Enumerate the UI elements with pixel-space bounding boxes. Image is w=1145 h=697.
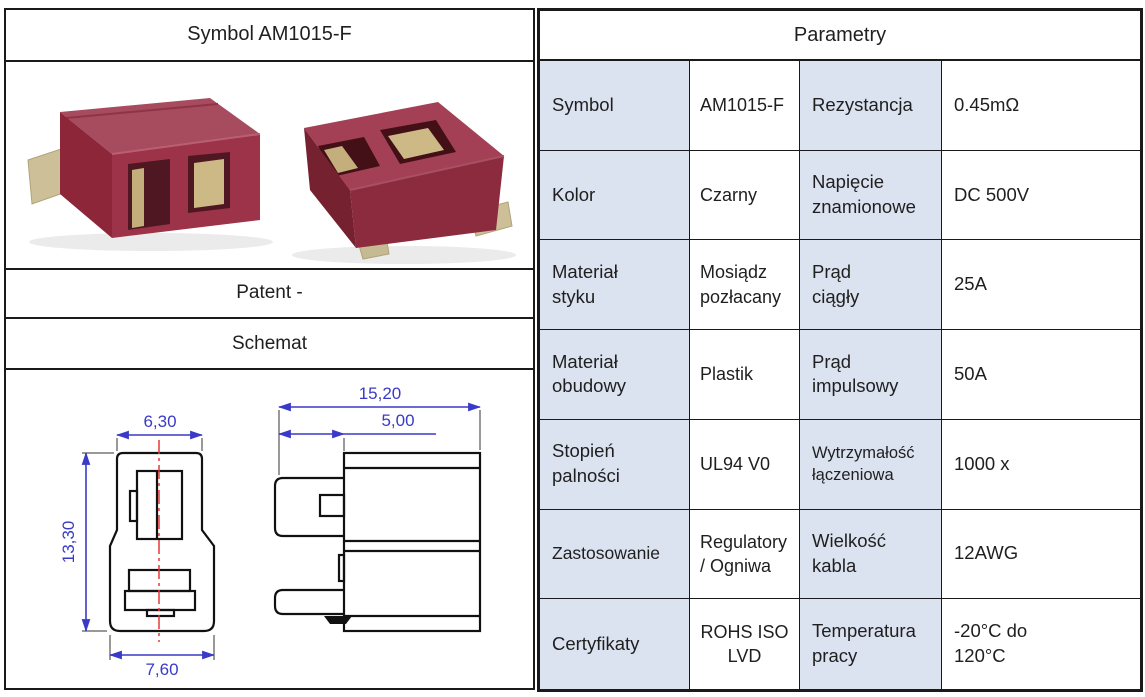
param-value-wytrzymalosc-laczeniowa: 1000 x (942, 419, 1140, 510)
schematic-label: Schemat (6, 319, 533, 370)
product-photo (6, 61, 533, 270)
connector-right (304, 101, 513, 260)
param-value-certyfikaty: ROHS ISO LVD (690, 599, 800, 689)
param-label-material-styku: Materiał styku (540, 240, 690, 331)
param-value-prad-ciagly: 25A (942, 240, 1140, 331)
parameters-header: Parametry (540, 11, 1140, 61)
param-value-stopien-palnosci: UL94 V0 (690, 419, 800, 510)
param-label-prad-ciagly: Prąd ciągły (800, 240, 942, 331)
param-label-temperatura-pracy: Temperatura pracy (800, 599, 942, 689)
dim-side-length: 15,20 (359, 384, 402, 403)
param-value-kolor: Czarny (690, 150, 800, 241)
param-label-symbol: Symbol (540, 61, 690, 151)
product-symbol-header: Symbol AM1015-F (6, 10, 533, 62)
param-label-material-obudowy: Materiał obudowy (540, 330, 690, 420)
param-value-material-obudowy: Plastik (690, 330, 800, 420)
param-label-certyfikaty: Certyfikaty (540, 599, 690, 689)
param-label-wytrzymalosc-laczeniowa: Wytrzymałość łączeniowa (800, 419, 942, 510)
param-label-wielkosc-kabla: Wielkość kabla (800, 509, 942, 600)
dim-front-width-bottom: 7,60 (145, 660, 178, 679)
param-value-temperatura-pracy: -20°C do 120°C (942, 599, 1140, 689)
technical-drawing: 6,30 13,30 7,60 (6, 370, 533, 688)
param-label-kolor: Kolor (540, 150, 690, 241)
dim-front-height: 13,30 (59, 521, 78, 564)
connector-left (27, 97, 261, 238)
param-value-rezystancja: 0.45mΩ (942, 61, 1140, 151)
dim-side-pin-length: 5,00 (381, 411, 414, 430)
param-label-zastosowanie: Zastosowanie (540, 509, 690, 600)
param-value-wielkosc-kabla: 12AWG (942, 509, 1140, 600)
param-value-prad-impulsowy: 50A (942, 330, 1140, 420)
product-panel: Symbol AM1015-F (4, 8, 535, 690)
param-label-stopien-palnosci: Stopień palności (540, 419, 690, 510)
param-label-rezystancja: Rezystancja (800, 61, 942, 151)
dim-front-width-top: 6,30 (143, 412, 176, 431)
param-label-prad-impulsowy: Prąd impulsowy (800, 330, 942, 420)
param-label-napiecie-znamionowe: Napięcie znamionowe (800, 150, 942, 241)
param-value-symbol: AM1015-F (690, 61, 800, 151)
parameters-table: Parametry Symbol AM1015-F Rezystancja 0.… (537, 8, 1143, 692)
connector-photo-illustration (27, 97, 516, 264)
patent-label: Patent - (6, 270, 533, 320)
param-value-zastosowanie: Regulatory / Ogniwa (690, 509, 800, 600)
param-value-material-styku: Mosiądz pozłacany (690, 240, 800, 331)
param-value-napiecie-znamionowe: DC 500V (942, 150, 1140, 241)
technical-drawing-svg: 6,30 13,30 7,60 (59, 384, 482, 679)
